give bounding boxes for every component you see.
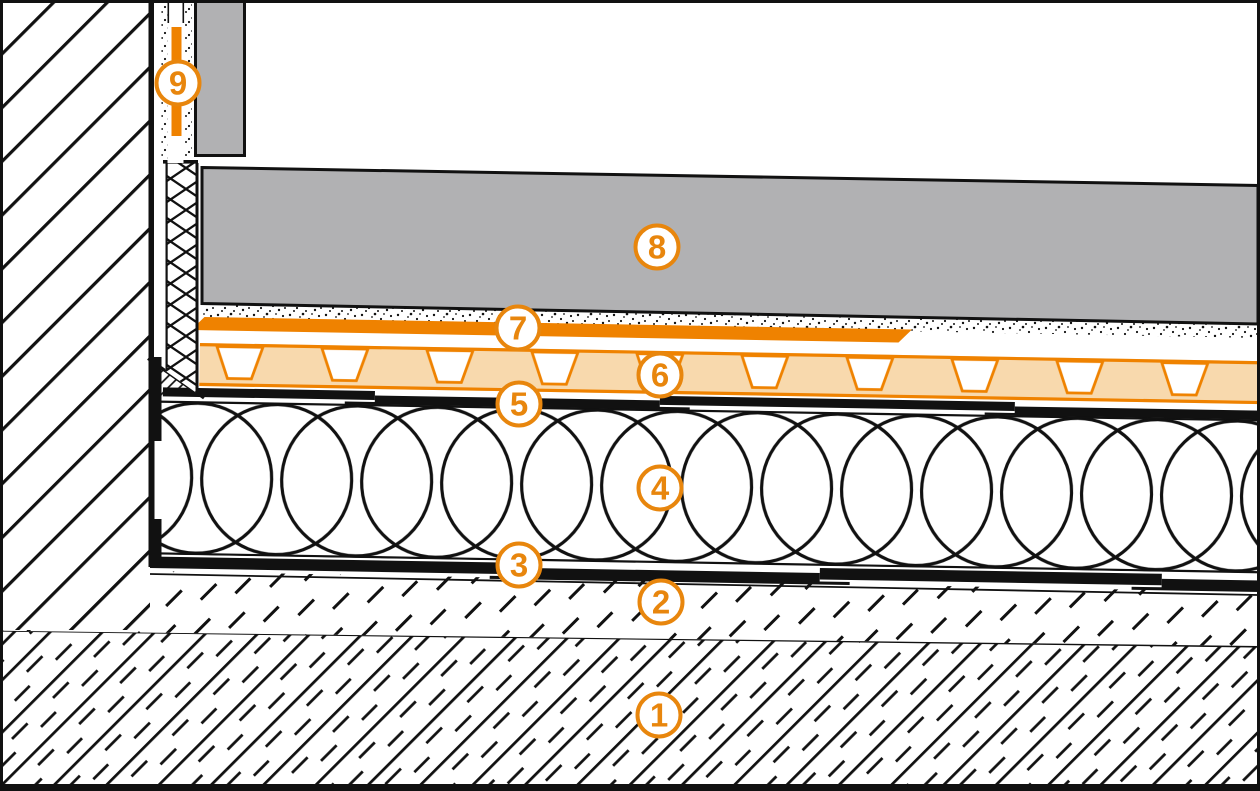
mortar-speckle-band xyxy=(203,303,1258,338)
callout-8: 8 xyxy=(633,223,681,271)
studded-panel-layer-6 xyxy=(199,343,1260,405)
callout-6: 6 xyxy=(636,351,684,399)
slab-layer-2 xyxy=(2,571,1259,646)
callout-3: 3 xyxy=(495,541,543,589)
insulation-layer-4 xyxy=(155,400,1260,574)
base-layer-1 xyxy=(0,629,1260,785)
separation-foil-3 xyxy=(149,554,1260,593)
screed-layer-8 xyxy=(200,165,1260,326)
edge-insulation-strip xyxy=(163,160,199,395)
wall-face-line xyxy=(148,2,162,567)
wall-section xyxy=(3,3,150,630)
callout-2: 2 xyxy=(637,578,685,626)
membrane-strip-7 xyxy=(191,317,912,343)
callout-9: 9 xyxy=(154,59,202,107)
skirting-panel xyxy=(194,0,246,157)
callout-5: 5 xyxy=(495,380,543,428)
callout-1: 1 xyxy=(635,691,683,739)
callout-4: 4 xyxy=(636,464,684,512)
callout-7: 7 xyxy=(494,304,542,352)
separation-foil-5 xyxy=(162,385,1260,420)
